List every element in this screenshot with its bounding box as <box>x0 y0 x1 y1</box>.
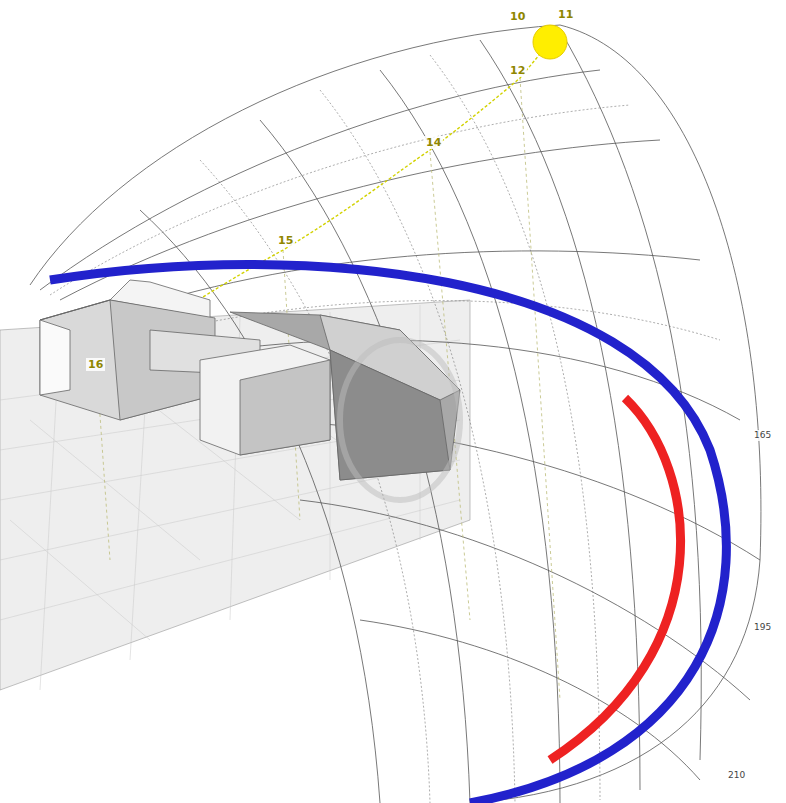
hour-lines <box>97 78 560 700</box>
sky-dome-grid <box>30 25 761 803</box>
hour-label: 16 <box>86 358 105 371</box>
hour-label: 15 <box>276 234 295 247</box>
red-arc <box>550 398 681 760</box>
hour-label: 10 <box>508 10 527 23</box>
shadow-ring <box>340 340 460 500</box>
hour-label: 12 <box>508 64 527 77</box>
dome-subgrid <box>50 55 720 803</box>
site-texture <box>0 305 460 690</box>
azimuth-label: 195 <box>752 622 773 633</box>
blue-arc <box>50 264 726 803</box>
ground-plane <box>0 300 470 690</box>
hour-label: 14 <box>424 136 443 149</box>
building-massing <box>40 280 460 480</box>
azimuth-label: 165 <box>752 430 773 441</box>
azimuth-label: 210 <box>726 770 747 781</box>
hour-label: 11 <box>556 8 575 21</box>
sun-symbol <box>533 25 567 59</box>
